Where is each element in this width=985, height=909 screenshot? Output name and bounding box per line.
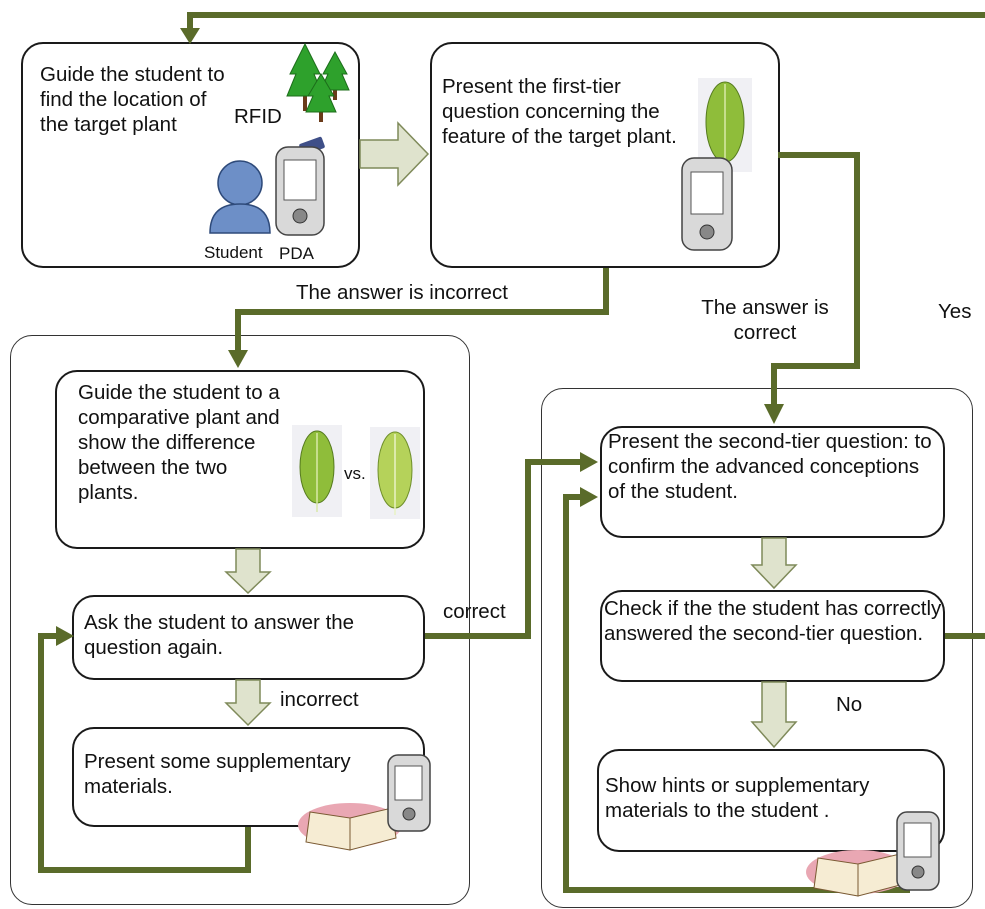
arrowhead-comparative <box>228 350 248 368</box>
step-comparative-plant-text: Guide the student to a comparative plant… <box>78 381 280 504</box>
supplementary-loop-connector <box>38 633 251 873</box>
step-first-tier-text: Present the first-tier question concerni… <box>442 75 677 148</box>
student-label: Student <box>204 243 263 262</box>
advanced-group <box>541 388 973 908</box>
step-supplementary-text: Present some supplementary materials. <box>84 750 351 798</box>
book-icon-1 <box>298 803 402 851</box>
leaf-icon-1 <box>698 78 752 172</box>
correct-label: correct <box>443 600 506 623</box>
tree-icon <box>286 42 350 122</box>
answer-incorrect-label: The answer is incorrect <box>296 281 508 304</box>
block-arrow-right <box>359 121 430 187</box>
rfid-label: RFID <box>234 105 282 128</box>
no-label: No <box>836 693 863 716</box>
step-hints-box <box>597 749 945 852</box>
step-ask-again-box <box>72 595 425 680</box>
step-second-tier-box <box>600 426 945 538</box>
pda-label: PDA <box>279 244 314 263</box>
step-check-answer-box <box>600 590 945 682</box>
block-arrow-down-1 <box>224 548 272 595</box>
arrowhead-second-tier-top <box>764 404 784 424</box>
arrowhead-step1 <box>180 28 200 44</box>
yes-loop-connector <box>187 12 985 30</box>
student-icon <box>209 160 271 234</box>
arrowhead-ask-again <box>56 626 74 646</box>
leaf-icon-3 <box>370 427 420 519</box>
pda-icon-2 <box>681 157 733 251</box>
pda-icon-3 <box>387 754 431 832</box>
yes-label: Yes <box>938 300 972 323</box>
incorrect-label: incorrect <box>280 688 359 711</box>
step-ask-again-text: Ask the student to answer the question a… <box>84 611 355 659</box>
leaf-icon-2 <box>292 425 342 517</box>
vs-label: vs. <box>344 464 366 483</box>
block-arrow-down-4 <box>750 681 798 749</box>
correct-answer-connector <box>771 152 860 410</box>
arrowhead-second-tier-correct <box>580 452 598 472</box>
step-comparative-plant-box <box>55 370 425 549</box>
step-hints-text: Show hints or supplementary materials to… <box>605 774 870 822</box>
answer-correct-label: The answer is correct <box>701 296 829 344</box>
block-arrow-down-3 <box>750 537 798 590</box>
step-check-answer-text: Check if the the student has correctly a… <box>604 597 942 645</box>
step-find-plant-text: Guide the student to find the location o… <box>40 63 225 136</box>
incorrect-answer-connector <box>235 268 609 356</box>
step-second-tier-text: Present the second-tier question: to con… <box>608 430 932 503</box>
arrowhead-second-tier-loop <box>580 487 598 507</box>
pda-icon-1 <box>275 136 325 236</box>
pda-icon-4 <box>896 811 940 891</box>
block-arrow-down-2 <box>224 679 272 727</box>
ask-correct-connector <box>425 459 582 639</box>
